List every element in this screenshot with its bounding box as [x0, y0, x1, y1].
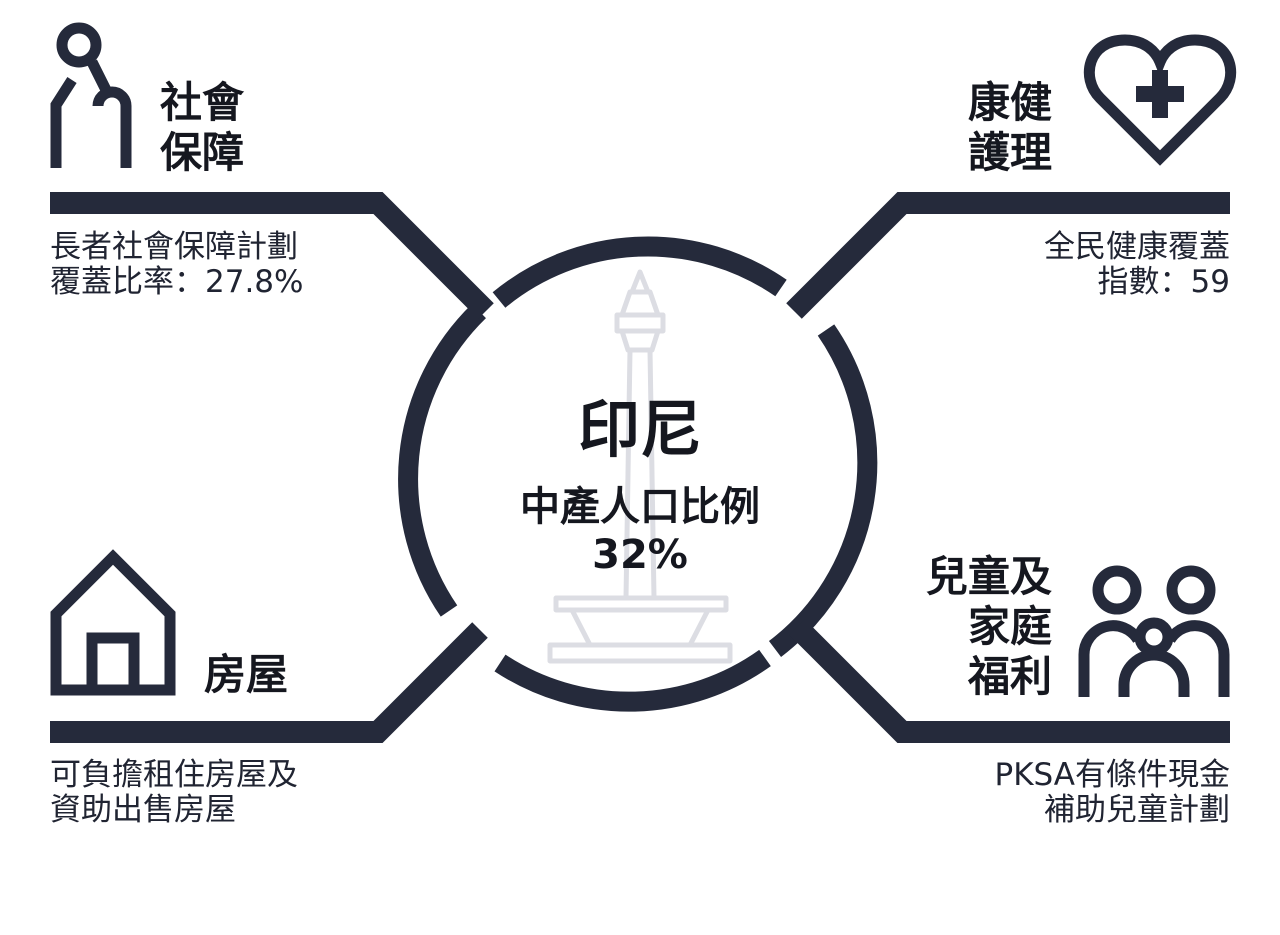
healthcare-title-line: 康健: [967, 78, 1052, 127]
housing-title-line: 房屋: [204, 650, 289, 699]
healthcare-desc-line: 指數：59: [1097, 264, 1230, 300]
family-welfare-title-line: 家庭: [967, 602, 1052, 651]
middle-class-ratio-label: 中產人口比例: [520, 484, 760, 530]
monument-landmark-icon: [547, 269, 733, 664]
social-security-description: 長者社會保障計劃 覆蓋比率：27.8%: [50, 230, 303, 300]
connector-social-security: [50, 192, 494, 319]
social-security-title: 社會 保障: [160, 78, 244, 178]
connector-healthcare: [786, 192, 1230, 319]
healthcare-desc-line: 全民健康覆蓋: [1044, 229, 1230, 265]
family-icon: [1078, 565, 1230, 697]
housing-description: 可負擔租住房屋及 資助出售房屋: [50, 758, 298, 828]
social-security-desc-line: 長者社會保障計劃: [50, 229, 298, 265]
healthcare-description: 全民健康覆蓋 指數：59: [1044, 230, 1230, 300]
social-security-title-line: 保障: [160, 128, 245, 177]
family-welfare-title-line: 福利: [967, 652, 1052, 701]
social-security-title-line: 社會: [160, 78, 245, 127]
middle-class-ratio-value: 32%: [592, 532, 688, 578]
family-welfare-description: PKSA有條件現金 補助兒童計劃: [995, 758, 1230, 828]
social-security-desc-line: 覆蓋比率：27.8%: [50, 264, 304, 300]
connector-family-welfare: [789, 619, 1230, 743]
connector-lines: [50, 192, 1230, 743]
healthcare-title-line: 護理: [967, 128, 1052, 177]
housing-desc-line: 可負擔租住房屋及: [50, 757, 298, 793]
house-icon: [50, 549, 176, 696]
country-name: 印尼: [577, 393, 702, 466]
central-ring: [398, 236, 878, 712]
housing-desc-line: 資助出售房屋: [50, 792, 236, 828]
connector-housing: [50, 622, 488, 743]
family-welfare-title-line: 兒童及: [925, 552, 1052, 601]
heart-with-cross-icon: [1083, 34, 1237, 166]
housing-title: 房屋: [204, 650, 288, 700]
family-welfare-title: 兒童及 家庭 福利: [926, 552, 1052, 702]
family-welfare-desc-line: 補助兒童計劃: [1044, 792, 1230, 828]
elderly-person-with-cane-icon: [50, 22, 132, 168]
family-welfare-desc-line: PKSA有條件現金: [994, 757, 1230, 793]
healthcare-title: 康健 護理: [968, 78, 1052, 178]
